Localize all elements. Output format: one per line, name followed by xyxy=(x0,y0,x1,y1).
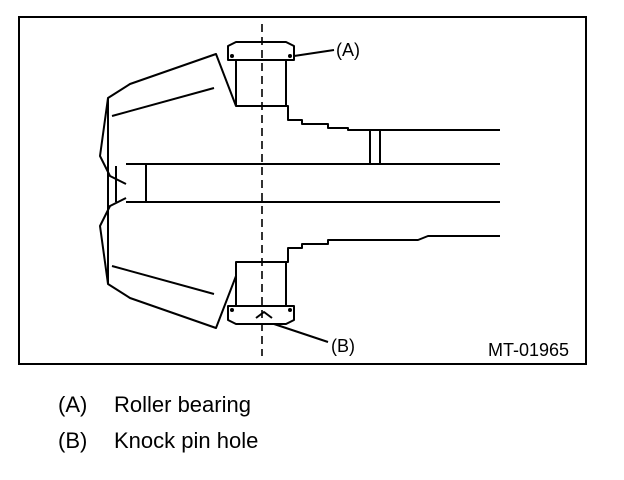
lower-bearing-outer-race xyxy=(227,305,295,325)
lower-bearing-dot-left xyxy=(230,308,234,312)
upper-bearing-dot-left xyxy=(230,54,234,58)
upper-bearing-outer-race xyxy=(227,41,295,61)
callout-a-leader xyxy=(293,49,335,57)
legend-key: (B) xyxy=(58,428,88,453)
callout-b-leader xyxy=(273,323,329,343)
upper-bearing-roller xyxy=(235,59,287,107)
gear-inner-chamfer-lower xyxy=(111,265,215,295)
upper-bearing-dot-right xyxy=(288,54,292,58)
upper-groove xyxy=(369,130,381,164)
legend-item: (A) Roller bearing xyxy=(58,392,258,428)
figure-id: MT-01965 xyxy=(488,340,569,360)
figure-frame xyxy=(18,16,587,365)
callout-label-a: (A) xyxy=(336,40,360,60)
legend-key: (A) xyxy=(58,392,88,417)
lower-bearing-roller xyxy=(235,261,287,307)
legend-item: (B) Knock pin hole xyxy=(58,428,258,464)
knock-pin-hole xyxy=(255,311,273,319)
legend-text: Roller bearing xyxy=(114,392,251,417)
legend-text: Knock pin hole xyxy=(114,428,259,453)
bearing-cross-section-drawing: (A) (B) MT-01965 xyxy=(18,16,587,365)
diagram-figure: (A) (B) MT-01965 xyxy=(18,16,587,365)
gear-body-outline xyxy=(99,53,237,329)
upper-stepped-profile xyxy=(236,105,500,131)
callout-label-b: (B) xyxy=(331,336,355,356)
lower-stepped-profile xyxy=(236,235,500,263)
gear-inner-chamfer-upper xyxy=(111,87,215,117)
legend: (A) Roller bearing (B) Knock pin hole xyxy=(58,392,258,464)
lower-bearing-dot-right xyxy=(288,308,292,312)
